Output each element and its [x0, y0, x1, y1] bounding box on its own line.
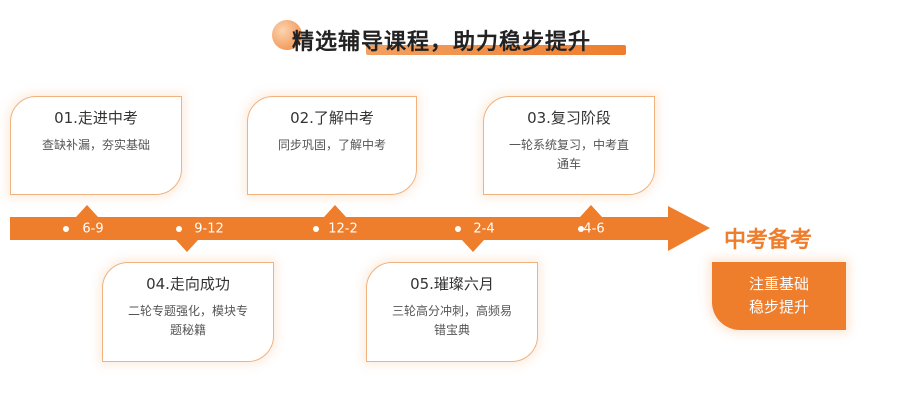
- date-label-stage-04: 9-12: [194, 221, 224, 237]
- title-underline-bar: [366, 45, 626, 55]
- stage-card-description: 查缺补漏，夯实基础: [41, 138, 150, 152]
- pointer-up-stage-03: [580, 205, 602, 217]
- stage-card-description: 二轮专题强化，模块专题秘籍: [127, 304, 248, 337]
- date-label-stage-03: 4-6: [583, 221, 605, 237]
- timeline-dot-5: [578, 226, 584, 232]
- pointer-down-stage-05: [462, 240, 484, 252]
- date-label-stage-05: 2-4: [473, 221, 495, 237]
- timeline-arrow: [10, 206, 710, 251]
- title-decoration-circle: [272, 20, 302, 50]
- stage-card-title: 01.走进中考: [54, 109, 138, 127]
- goal-badge: 注重基础 稳步提升: [712, 262, 846, 330]
- page-title: 精选辅导课程，助力稳步提升: [292, 30, 592, 55]
- stage-card-title: 02.了解中考: [290, 109, 374, 127]
- stage-card-02: 02.了解中考 同步巩固，了解中考: [247, 96, 417, 195]
- timeline-dot-3: [313, 226, 319, 232]
- stage-card-05: 05.璀璨六月 三轮高分冲刺，高频易错宝典: [366, 262, 538, 362]
- stage-card-03: 03.复习阶段 一轮系统复习，中考直通车: [483, 96, 655, 195]
- date-label-stage-02: 12-2: [328, 221, 358, 237]
- stage-card-title: 05.璀璨六月: [410, 275, 494, 293]
- page-title-block: 精选辅导课程，助力稳步提升: [270, 14, 640, 60]
- pointer-up-stage-01: [76, 205, 98, 217]
- stage-card-04: 04.走向成功 二轮专题强化，模块专题秘籍: [102, 262, 274, 362]
- stage-card-description: 同步巩固，了解中考: [277, 138, 386, 152]
- stage-card-01: 01.走进中考 查缺补漏，夯实基础: [10, 96, 182, 195]
- goal-title: 中考备考: [724, 228, 813, 253]
- timeline-dot-2: [176, 226, 182, 232]
- stage-card-title: 04.走向成功: [146, 275, 230, 293]
- pointer-down-stage-04: [176, 240, 198, 252]
- timeline-dot-1: [63, 226, 69, 232]
- date-label-stage-01: 6-9: [82, 221, 104, 237]
- stage-card-title: 03.复习阶段: [527, 109, 611, 127]
- goal-line-2: 稳步提升: [748, 298, 809, 316]
- stage-card-description: 一轮系统复习，中考直通车: [508, 138, 629, 171]
- stage-card-description: 三轮高分冲刺，高频易错宝典: [391, 304, 512, 337]
- timeline-dot-4: [455, 226, 461, 232]
- pointer-up-stage-02: [324, 205, 346, 217]
- goal-line-1: 注重基础: [748, 275, 809, 293]
